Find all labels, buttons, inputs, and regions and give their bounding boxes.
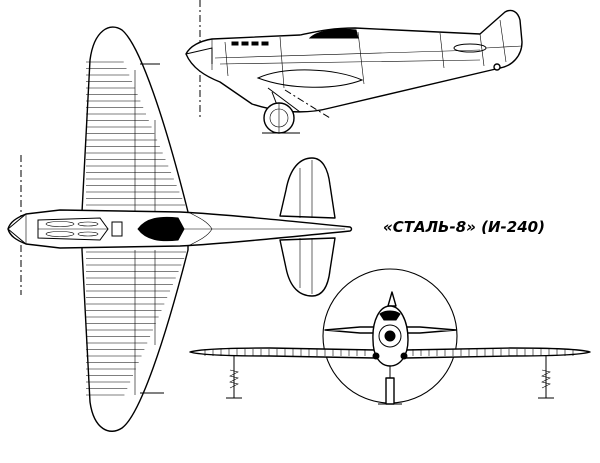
top-tail-upper bbox=[279, 157, 336, 219]
side-fuselage bbox=[185, 9, 523, 113]
front-view bbox=[189, 268, 591, 405]
top-tail-lower bbox=[279, 237, 336, 297]
top-wing-ribs bbox=[86, 61, 186, 396]
top-view bbox=[7, 26, 353, 432]
drawing-title: «СТАЛЬ-8» (И-240) bbox=[383, 218, 545, 236]
side-canopy bbox=[308, 28, 359, 39]
side-view bbox=[185, 0, 523, 134]
front-wing-ribs bbox=[204, 349, 574, 356]
